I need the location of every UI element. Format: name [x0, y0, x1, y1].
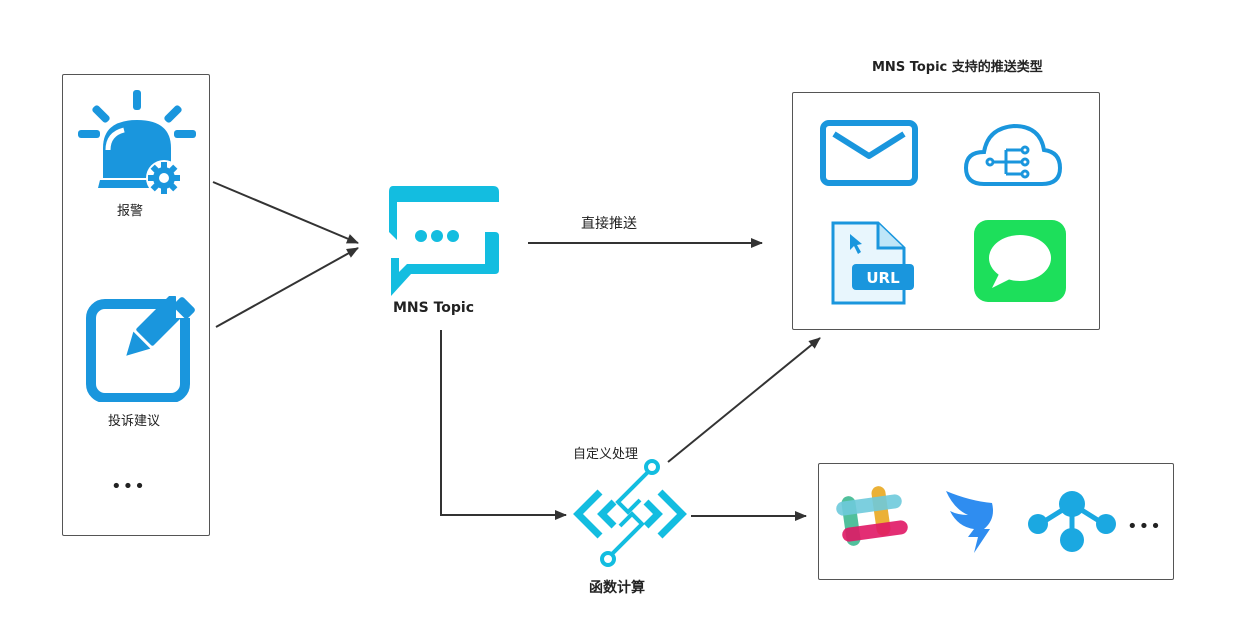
- mail-icon: [820, 120, 918, 186]
- mns-topic-label: MNS Topic: [393, 300, 475, 316]
- function-compute-label: 函数计算: [589, 580, 645, 596]
- alarm-label: 报警: [117, 204, 144, 219]
- edit-icon: [86, 296, 198, 402]
- push-types-title: MNS Topic 支持的推送类型: [872, 60, 1043, 75]
- arrow-complaint-to-topic: [215, 247, 359, 328]
- alarm-icon: [78, 90, 196, 194]
- custom-process-label: 自定义处理: [573, 447, 639, 462]
- slack-icon: [836, 486, 908, 546]
- third-party-more: •••: [1127, 516, 1162, 537]
- direct-push-label: 直接推送: [581, 216, 637, 232]
- mns-topic-icon: [387, 186, 499, 296]
- arrow-alarm-to-topic: [212, 181, 359, 244]
- message-bubble-icon: [974, 220, 1066, 302]
- webhook-icon: [1028, 491, 1116, 552]
- cloud-network-icon: [963, 123, 1063, 186]
- complaint-label: 投诉建议: [108, 414, 161, 429]
- svg-text:URL: URL: [866, 269, 900, 287]
- dingtalk-icon: [946, 491, 993, 553]
- arrow-fc-to-push-types: [667, 337, 821, 463]
- arrow-topic-to-fc: [440, 330, 567, 520]
- source-more: •••: [111, 476, 146, 497]
- function-compute-icon: [573, 459, 687, 567]
- url-file-icon: URL: [831, 221, 914, 305]
